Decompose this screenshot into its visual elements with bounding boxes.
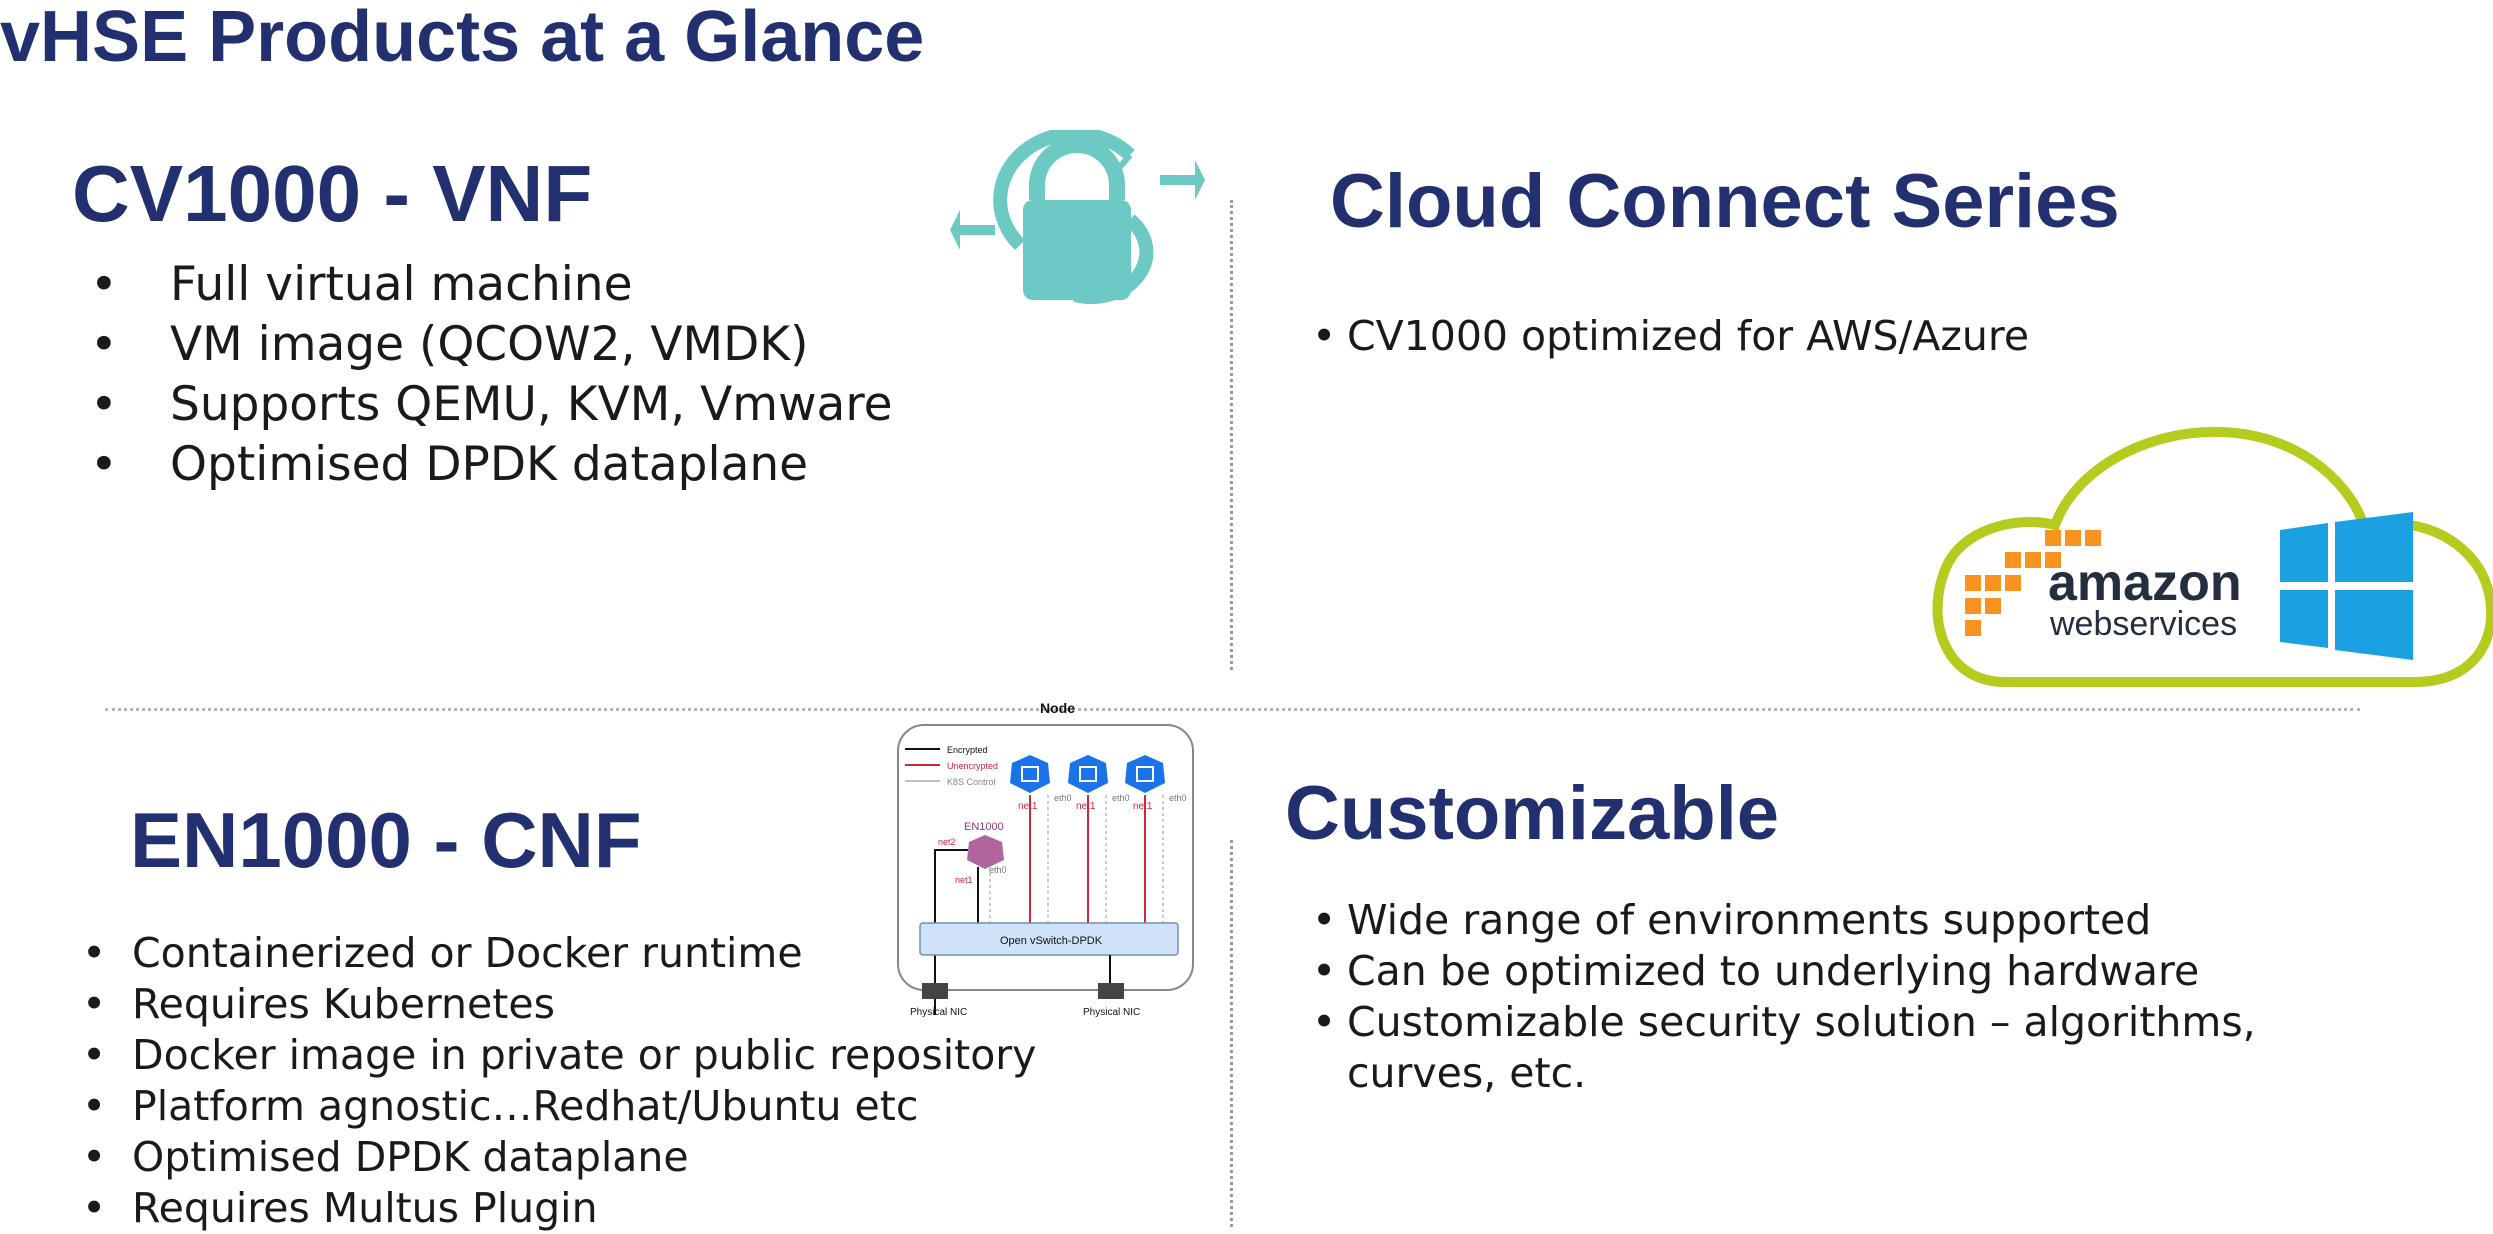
eth0-label: eth0 xyxy=(1112,793,1130,803)
cloud-connect-heading: Cloud Connect Series xyxy=(1330,159,2120,244)
aws-logo: amazon webservices xyxy=(1965,530,2242,643)
customizable-heading: Customizable xyxy=(1285,771,1780,856)
node-label: Node xyxy=(1040,700,1075,716)
net1-label: net1 xyxy=(1076,801,1096,812)
eth0-label: eth0 xyxy=(989,865,1007,875)
aws-webservices-text: webservices xyxy=(2049,605,2237,643)
aws-services-text: services xyxy=(2112,605,2237,643)
vertical-divider-top xyxy=(1230,200,1233,670)
net2-label: net2 xyxy=(938,837,956,847)
net1-label: net1 xyxy=(955,875,973,885)
list-item: Optimised DPDK dataplane xyxy=(90,435,893,495)
cv1000-bullet-list: Full virtual machine VM image (QCOW2, VM… xyxy=(90,255,893,495)
lock-sync-icon xyxy=(950,130,1205,305)
list-item: Supports QEMU, KVM, Vmware xyxy=(90,375,892,435)
windows-logo xyxy=(2280,512,2413,660)
physical-nic-right-label: Physical NIC xyxy=(1083,1007,1140,1018)
list-item: Customizable security solution – algorit… xyxy=(1312,997,2407,1099)
list-item: VM image (QCOW2, VMDK) xyxy=(90,315,893,375)
list-item: Full virtual machine xyxy=(90,255,893,315)
legend-k8s-control: K8S Control xyxy=(947,777,996,787)
aws-web-text: web xyxy=(2049,605,2112,643)
vertical-divider-bottom xyxy=(1230,840,1233,1227)
list-item: Containerized or Docker runtime xyxy=(82,928,1036,979)
list-item: Can be optimized to underlying hardware xyxy=(1312,946,2407,997)
list-item: Docker image in private or public reposi… xyxy=(82,1030,1036,1081)
ovs-dpdk-switch xyxy=(919,922,1179,956)
net1-label: net1 xyxy=(1133,801,1153,812)
physical-nic-left-label: Physical NIC xyxy=(910,1007,967,1018)
cloud-connect-bullet-list: CV1000 optimized for AWS/Azure xyxy=(1312,310,2029,362)
physical-nic-left-icon xyxy=(922,983,948,999)
aws-amazon-text: amazon xyxy=(2048,554,2242,612)
list-item: Optimised DPDK dataplane xyxy=(82,1132,1036,1183)
cv1000-heading: CV1000 - VNF xyxy=(72,149,593,238)
cloud-icon: amazon webservices xyxy=(1932,426,2493,687)
list-item: CV1000 optimized for AWS/Azure xyxy=(1312,310,2029,362)
kubernetes-icon xyxy=(1010,755,1165,793)
horizontal-divider xyxy=(105,708,2360,711)
list-item: Requires Kubernetes xyxy=(82,979,1036,1030)
physical-nic-right-icon xyxy=(1098,983,1124,999)
en1000-bullet-list: Containerized or Docker runtime Requires… xyxy=(82,928,1036,1234)
legend-unencrypted: Unencrypted xyxy=(947,761,998,771)
en1000-pod-icon xyxy=(967,835,1004,869)
list-item: Wide range of environments supported xyxy=(1312,895,2407,946)
node-architecture-diagram: Node Encrypted Unencrypted K8S Control e… xyxy=(897,700,1194,1018)
legend-encrypted: Encrypted xyxy=(947,745,988,755)
eth0-label: eth0 xyxy=(1054,793,1072,803)
eth0-label: eth0 xyxy=(1169,793,1187,803)
list-item: Requires Multus Plugin xyxy=(82,1183,1036,1234)
list-item: Platform agnostic…Redhat/Ubuntu etc xyxy=(82,1081,1036,1132)
switch-label: Open vSwitch-DPDK xyxy=(1000,935,1103,947)
page-title: vHSE Products at a Glance xyxy=(0,0,925,77)
net1-label: net1 xyxy=(1018,801,1038,812)
en1000-heading: EN1000 - CNF xyxy=(130,796,642,884)
en1000-pod-label: EN1000 xyxy=(964,821,1004,833)
customizable-bullet-list: Wide range of environments supported Can… xyxy=(1312,895,2407,1099)
